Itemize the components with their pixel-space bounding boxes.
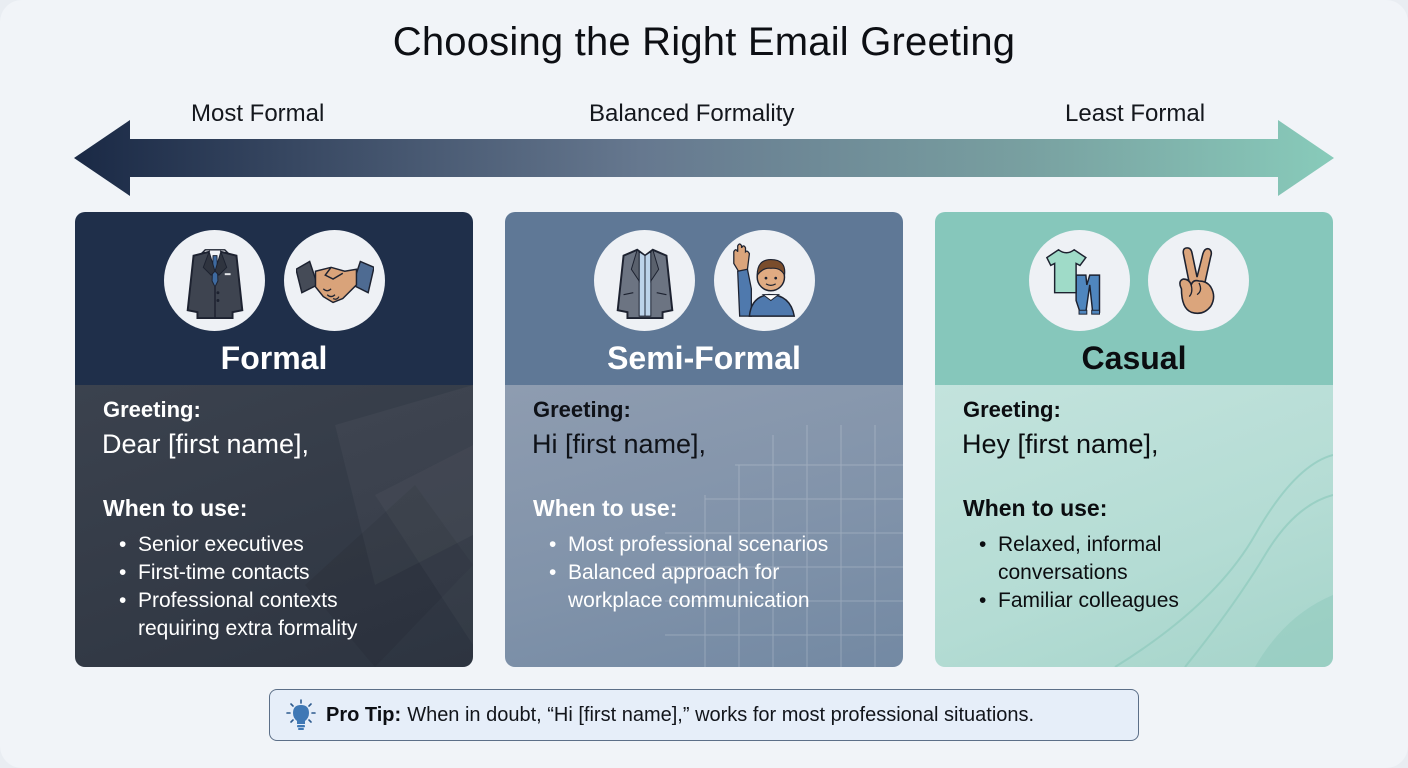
wave-background-pattern xyxy=(1114,454,1333,667)
card-header: Formal xyxy=(75,212,473,385)
usage-list: Most professional scenarios Balanced app… xyxy=(549,531,849,615)
t-shirt-and-jeans-icon xyxy=(1045,248,1100,315)
blazer-icon xyxy=(616,248,673,319)
formality-double-arrow-icon xyxy=(74,120,1334,196)
greeting-label: Greeting: xyxy=(963,397,1061,422)
pro-tip-label: Pro Tip: xyxy=(326,703,402,726)
list-item: Familiar colleagues xyxy=(979,587,1189,615)
card-body: Greeting: Hey [first name], When to use:… xyxy=(935,385,1333,667)
list-item: Balanced approach for workplace communic… xyxy=(549,559,849,615)
blazer-icon-circle xyxy=(594,230,695,331)
pro-tip-text: When in doubt, “Hi [first name],” works … xyxy=(407,703,1035,726)
list-item: Relaxed, informal conversations xyxy=(979,531,1189,587)
card-semi-formal: Semi-Formal Greeting: Hi [first name], W… xyxy=(505,212,903,667)
business-suit-with-tie-icon xyxy=(186,248,243,319)
when-to-use-label: When to use: xyxy=(533,495,678,521)
waving-person-icon-circle xyxy=(714,230,815,331)
handshake-icon-circle xyxy=(284,230,385,331)
greeting-example: Hey [first name], xyxy=(962,429,1159,459)
suit-icon-circle xyxy=(164,230,265,331)
usage-list: Relaxed, informal conversations Familiar… xyxy=(979,531,1189,615)
card-body: Greeting: Dear [first name], When to use… xyxy=(75,385,473,667)
casual-clothes-icon-circle xyxy=(1029,230,1130,331)
card-casual: Casual Greeting: Hey [first name], When … xyxy=(935,212,1333,667)
when-to-use-label: When to use: xyxy=(103,495,248,521)
pro-tip-box: Pro Tip: When in doubt, “Hi [first name]… xyxy=(269,689,1139,741)
card-body: Greeting: Hi [first name], When to use: … xyxy=(505,385,903,667)
card-title: Formal xyxy=(220,340,328,376)
list-item: Most professional scenarios xyxy=(549,531,849,559)
greeting-example: Dear [first name], xyxy=(102,429,310,459)
list-item: First-time contacts xyxy=(119,559,379,587)
greeting-label: Greeting: xyxy=(103,397,201,422)
waving-person-icon xyxy=(732,242,795,317)
card-header: Casual xyxy=(935,212,1333,385)
lightbulb-icon xyxy=(286,699,316,730)
card-header: Semi-Formal xyxy=(505,212,903,385)
list-item-text: Relaxed, informal conversations xyxy=(998,533,1162,584)
scale-label-balanced: Balanced Formality xyxy=(589,100,795,127)
scale-label-least-formal: Least Formal xyxy=(1065,100,1206,127)
page-title: Choosing the Right Email Greeting xyxy=(392,20,1016,64)
peace-hand-icon-circle xyxy=(1148,230,1249,331)
list-item-text: Balanced approach for workplace communic… xyxy=(568,561,810,612)
list-item: Senior executives xyxy=(119,531,379,559)
list-item-text: Professional contexts requiring extra fo… xyxy=(138,589,358,640)
grid-background-pattern xyxy=(665,425,903,667)
list-item: Professional contexts requiring extra fo… xyxy=(119,587,379,643)
card-formal: Formal Greeting: Dear [first name], When… xyxy=(75,212,473,667)
handshake-icon xyxy=(295,259,374,303)
card-title: Casual xyxy=(1081,340,1187,376)
greeting-label: Greeting: xyxy=(533,397,631,422)
greeting-example: Hi [first name], xyxy=(532,429,707,459)
scale-label-most-formal: Most Formal xyxy=(191,100,325,127)
usage-list: Senior executives First-time contacts Pr… xyxy=(119,531,379,643)
peace-sign-hand-icon xyxy=(1178,246,1214,314)
card-title: Semi-Formal xyxy=(607,340,801,376)
when-to-use-label: When to use: xyxy=(963,495,1108,521)
